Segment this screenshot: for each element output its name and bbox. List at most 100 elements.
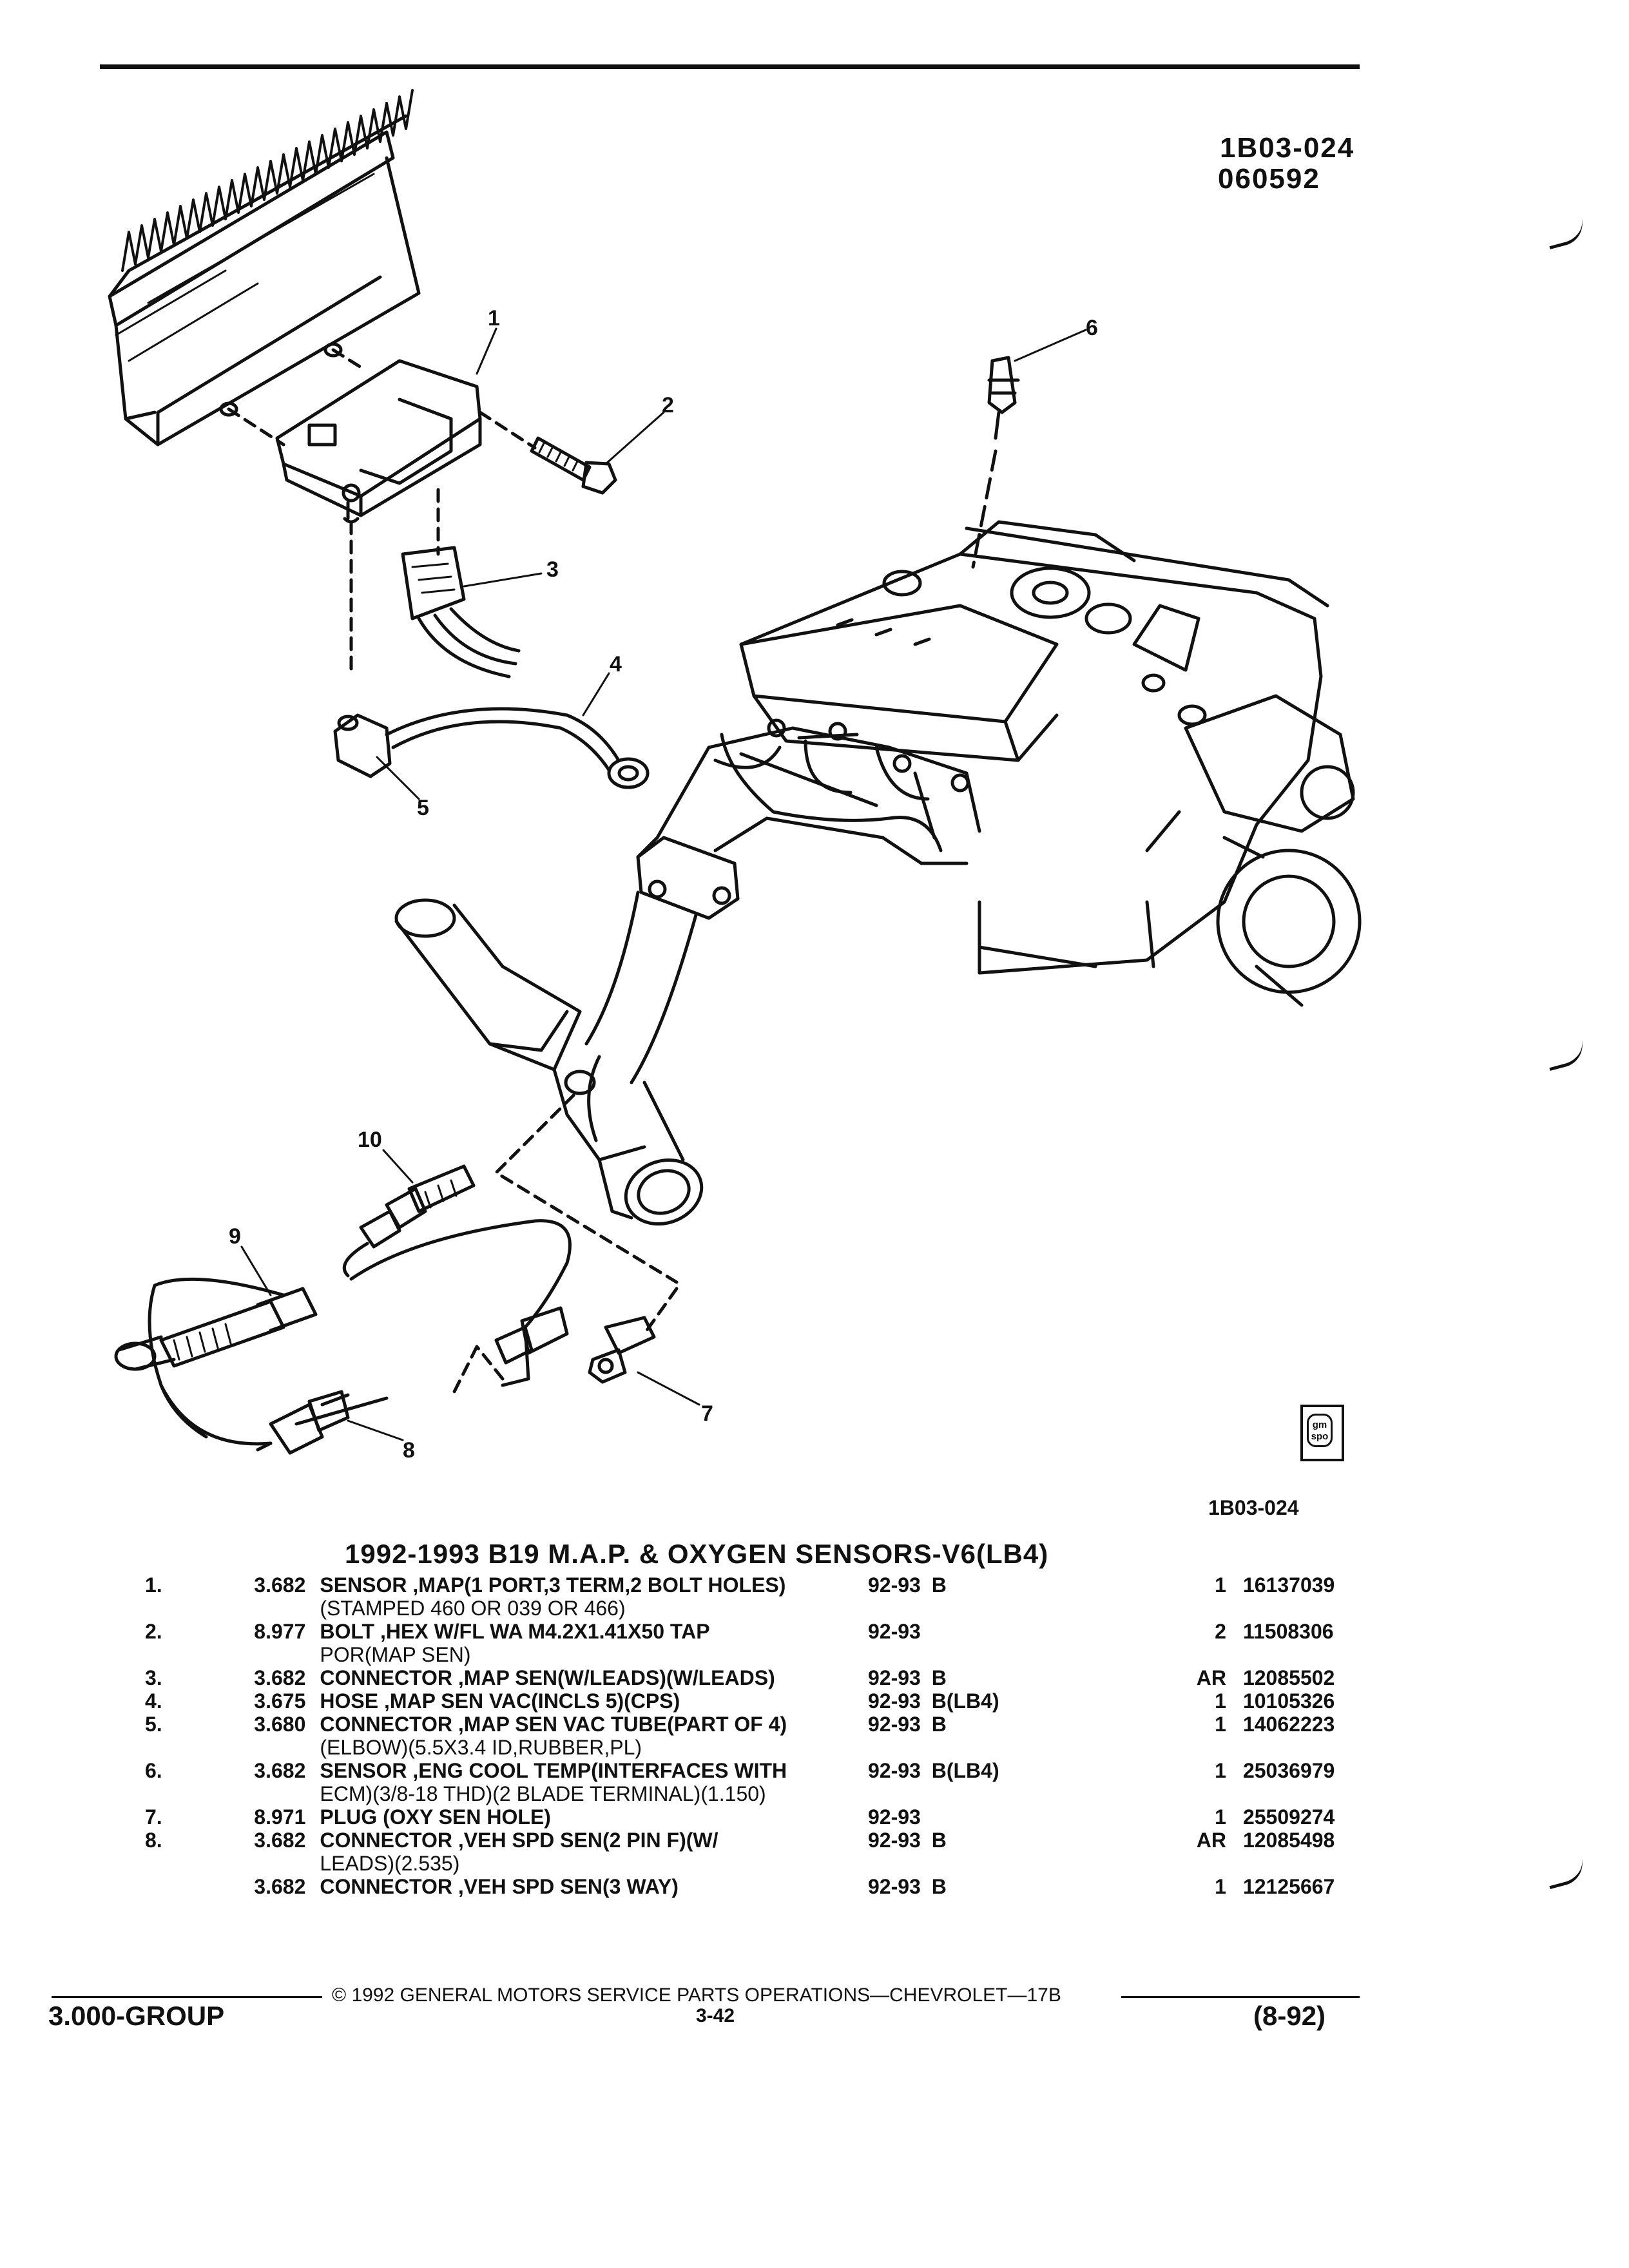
part-number: 12125667 [1242, 1875, 1335, 1898]
part-spec-continuation: LEADS)(2.535) [320, 1852, 460, 1875]
group-label: 3.000-GROUP [48, 2001, 225, 2031]
part-name: HOSE [320, 1689, 379, 1713]
veh-spd-connector [256, 1306, 569, 1455]
group-number: 3.682 [254, 1829, 306, 1852]
diagram-id: 1B03-024 [1220, 132, 1355, 164]
usage-code: B(LB4) [931, 1759, 999, 1782]
usage-code: B [931, 1713, 947, 1736]
part-spec: ,MAP SEN VAC(INCLS 5)(CPS) [378, 1689, 680, 1713]
empty-cell [145, 1782, 206, 1805]
part-number: 14062223 [1242, 1713, 1335, 1736]
item-number: 7. [145, 1805, 162, 1829]
empty-cell [206, 1643, 320, 1666]
part-description: CONNECTOR ,VEH SPD SEN(2 PIN F)(W/ [320, 1829, 868, 1852]
part-name: CONNECTOR [320, 1666, 453, 1689]
quantity: 1 [1215, 1875, 1226, 1898]
date-code: 060592 [1218, 163, 1320, 195]
quantity: 1 [1215, 1805, 1226, 1829]
part-spec-continuation: (ELBOW)(5.5X3.4 ID,RUBBER,PL) [320, 1736, 642, 1759]
model-years: 92-93 [868, 1829, 921, 1852]
part-name: BOLT [320, 1620, 375, 1643]
model-years: 92-93 [868, 1573, 921, 1597]
part-name: SENSOR [320, 1759, 407, 1782]
part-spec: (OXY SEN HOLE) [377, 1805, 551, 1829]
oxygen-sensor [342, 1164, 572, 1329]
revision-date: (8-92) [1253, 2001, 1326, 2031]
part-name: CONNECTOR [320, 1875, 453, 1898]
part-spec: ,MAP SEN VAC TUBE(PART OF 4) [452, 1713, 787, 1736]
item-number [145, 1875, 206, 1898]
model-years: 92-93 [868, 1620, 921, 1643]
part-description: HOSE ,MAP SEN VAC(INCLS 5)(CPS) [320, 1689, 868, 1713]
exploded-parts-illustration: 1 2 3 4 5 6 7 8 9 10 [108, 89, 1362, 1463]
gm-spo-logo-text: gm spo [1307, 1414, 1333, 1447]
usage-code: B [931, 1875, 947, 1898]
table-row: 8. 3.682 CONNECTOR ,VEH SPD SEN(2 PIN F)(W… [145, 1829, 1369, 1852]
part-name: PLUG [320, 1805, 378, 1829]
part-number: 16137039 [1242, 1573, 1335, 1597]
quantity: 1 [1215, 1759, 1226, 1782]
top-rule [100, 64, 1360, 69]
model-years: 92-93 [868, 1713, 921, 1736]
callout-label: 4 [610, 652, 622, 677]
usage-code [932, 1620, 1177, 1643]
model-years: 92-93 [868, 1689, 921, 1713]
exhaust-manifold [636, 718, 981, 920]
callout-label: 9 [229, 1224, 241, 1249]
part-number: 10105326 [1242, 1689, 1335, 1713]
model-years: 92-93 [868, 1759, 921, 1782]
callout-label: 2 [662, 393, 674, 418]
exhaust-pipe [394, 890, 704, 1226]
table-row-continuation: ECM)(3/8-18 THD)(2 BLADE TERMINAL)(1.150… [145, 1782, 1369, 1805]
coolant-temp-sensor [971, 356, 1020, 569]
part-name: SENSOR [320, 1573, 407, 1597]
item-number: 8. [145, 1829, 162, 1852]
table-row-continuation: LEADS)(2.535) [145, 1852, 1369, 1875]
empty-cell [145, 1643, 206, 1666]
empty-cell [145, 1597, 206, 1620]
copyright-notice: © 1992 GENERAL MOTORS SERVICE PARTS OPER… [332, 1984, 1061, 2006]
part-spec: ,MAP(1 PORT,3 TERM,2 BOLT HOLES) [407, 1573, 786, 1597]
callout-leaders [240, 327, 1087, 1441]
part-number: 12085498 [1242, 1829, 1335, 1852]
table-row-continuation: (STAMPED 460 OR 039 OR 466) [145, 1597, 1369, 1620]
part-spec: ,HEX W/FL WA M4.2X1.41X50 TAP [374, 1620, 710, 1643]
group-number: 8.971 [254, 1805, 306, 1829]
usage-code [932, 1805, 1177, 1829]
callout-label: 3 [546, 557, 559, 582]
vacuum-hose [333, 707, 650, 789]
callout-label: 10 [358, 1128, 382, 1152]
item-number: 4. [145, 1689, 162, 1713]
part-spec: ,VEH SPD SEN(2 PIN F)(W/ [452, 1829, 718, 1852]
callout-label: 8 [403, 1438, 415, 1463]
callout-label: 7 [701, 1401, 713, 1426]
intake-plenum-panel [108, 89, 421, 447]
quantity: AR [1196, 1666, 1226, 1689]
footer-rule-left [52, 1996, 322, 1998]
empty-cell [206, 1736, 320, 1759]
part-description: SENSOR ,MAP(1 PORT,3 TERM,2 BOLT HOLES) [320, 1573, 868, 1597]
table-row-continuation: (ELBOW)(5.5X3.4 ID,RUBBER,PL) [145, 1736, 1369, 1759]
quantity: 1 [1215, 1573, 1226, 1597]
figure-caption-id: 1B03-024 [1208, 1496, 1299, 1519]
bolt [478, 410, 617, 495]
group-number: 8.977 [254, 1620, 306, 1643]
part-spec: ,ENG COOL TEMP(INTERFACES WITH [407, 1759, 787, 1782]
part-spec: ,MAP SEN(W/LEADS)(W/LEADS) [452, 1666, 775, 1689]
part-number: 11508306 [1242, 1620, 1334, 1643]
group-number: 3.682 [254, 1666, 306, 1689]
item-number: 6. [145, 1759, 162, 1782]
engine-block [739, 520, 1362, 1007]
part-name: CONNECTOR [320, 1713, 453, 1736]
quantity: 1 [1215, 1713, 1226, 1736]
oxy-sensor-plug [494, 1093, 679, 1384]
empty-cell [145, 1736, 206, 1759]
